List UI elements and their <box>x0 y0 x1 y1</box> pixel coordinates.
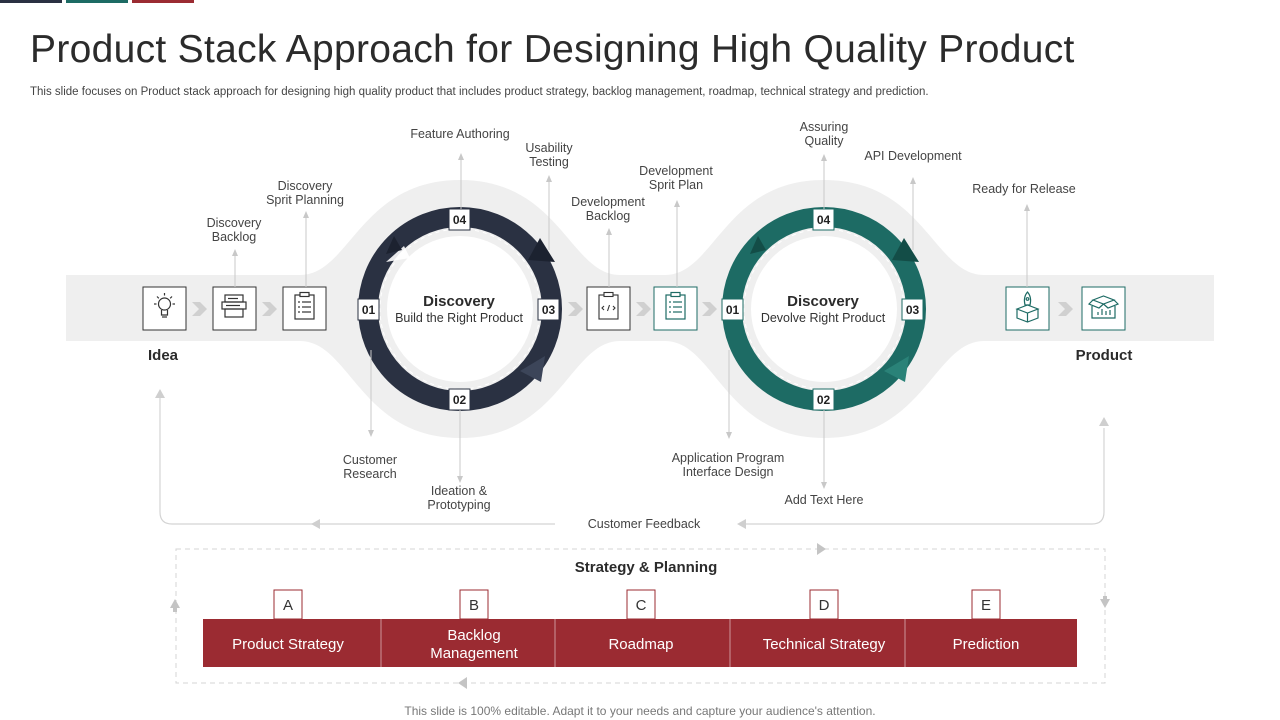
cycle-1-number-04-text: 04 <box>453 213 467 227</box>
strategy-letter-c: C <box>636 597 647 614</box>
strategy-label-e: Prediction <box>953 636 1020 653</box>
cycle-2-number-04-text: 04 <box>817 213 831 227</box>
product-label: Product <box>1076 347 1133 364</box>
cycle-1-number-02-text: 02 <box>453 393 467 407</box>
stacked-cards-icon <box>221 294 247 318</box>
top-accent-navy <box>0 0 62 3</box>
api-development-label: API Development <box>864 149 962 163</box>
cycle-2-number-01-text: 01 <box>726 303 740 317</box>
ideation-prototyping-label: Ideation &Prototyping <box>427 484 490 512</box>
task-list-icon <box>665 291 686 320</box>
code-clipboard-icon <box>598 291 619 320</box>
strategy-label-c: Roadmap <box>608 636 673 653</box>
cycle-2-number-02: 02 <box>812 388 835 411</box>
open-box-chart-icon <box>1087 295 1120 319</box>
strategy-item-c: C Roadmap <box>608 589 674 653</box>
idea-label: Idea <box>148 347 179 364</box>
strategy-item-a: A Product Strategy <box>232 589 344 653</box>
cycle-2-title: Discovery <box>787 293 859 310</box>
cycle-2-number-02-text: 02 <box>817 393 831 407</box>
cycle-1-number-04: 04 <box>448 208 471 231</box>
idea-icon-box <box>142 286 187 331</box>
feature-authoring-label: Feature Authoring <box>410 127 509 141</box>
cycle-2-number-04: 04 <box>812 208 835 231</box>
strategy-tiles <box>203 619 1077 667</box>
strategy-label-a: Product Strategy <box>232 636 344 653</box>
development-backlog-icon-box <box>586 286 631 331</box>
ready-for-release-label: Ready for Release <box>972 182 1076 196</box>
top-accent-red <box>132 0 194 3</box>
cycle-2-number-03-text: 03 <box>906 303 920 317</box>
strategy-letter-d: D <box>819 597 830 614</box>
strategy-item-d: D Technical Strategy <box>763 589 886 653</box>
cycle-1-subtitle: Build the Right Product <box>395 311 523 325</box>
product-icon-box <box>1081 286 1126 331</box>
cycle-1-number-01-text: 01 <box>362 303 376 317</box>
add-text-here-label: Add Text Here <box>785 493 864 507</box>
flow-chevrons <box>192 302 1073 316</box>
cycle-1-title: Discovery <box>423 293 495 310</box>
rocket-box-icon <box>1015 291 1040 323</box>
feedback-loop <box>159 396 1105 525</box>
cycle-2-number-03: 03 <box>901 298 924 321</box>
cycle-1-number-03: 03 <box>537 298 560 321</box>
cycle-2-number-01: 01 <box>721 298 744 321</box>
strategy-item-e: E Prediction <box>953 589 1020 653</box>
strategy-panel-arrows <box>170 543 1110 689</box>
footer-note: This slide is 100% editable. Adapt it to… <box>404 704 876 718</box>
callout-lines <box>232 153 1030 489</box>
top-accent-teal <box>66 0 128 3</box>
strategy-label-d: Technical Strategy <box>763 636 886 653</box>
strategy-letter-a: A <box>283 597 293 614</box>
customer-feedback-label: Customer Feedback <box>588 517 701 531</box>
sprint-planning-icon-box <box>282 286 327 331</box>
strategy-letter-e: E <box>981 597 991 614</box>
page-title: Product Stack Approach for Designing Hig… <box>30 28 1075 71</box>
cycle-1-number-01: 01 <box>357 298 380 321</box>
backlog-icon-box <box>212 286 257 331</box>
cycle-1-number-02: 02 <box>448 388 471 411</box>
strategy-title: Strategy & Planning <box>575 559 718 576</box>
feedback-arrows <box>155 389 1109 529</box>
cycle-1-number-03-text: 03 <box>542 303 556 317</box>
cycle-2-subtitle: Devolve Right Product <box>761 311 886 325</box>
strategy-letter-b: B <box>469 597 479 614</box>
page-subtitle: This slide focuses on Product stack appr… <box>30 86 929 98</box>
development-sprint-icon-box <box>653 286 698 331</box>
checklist-icon <box>294 291 315 320</box>
release-icon-box <box>1005 286 1050 331</box>
lightbulb-icon <box>154 293 175 318</box>
